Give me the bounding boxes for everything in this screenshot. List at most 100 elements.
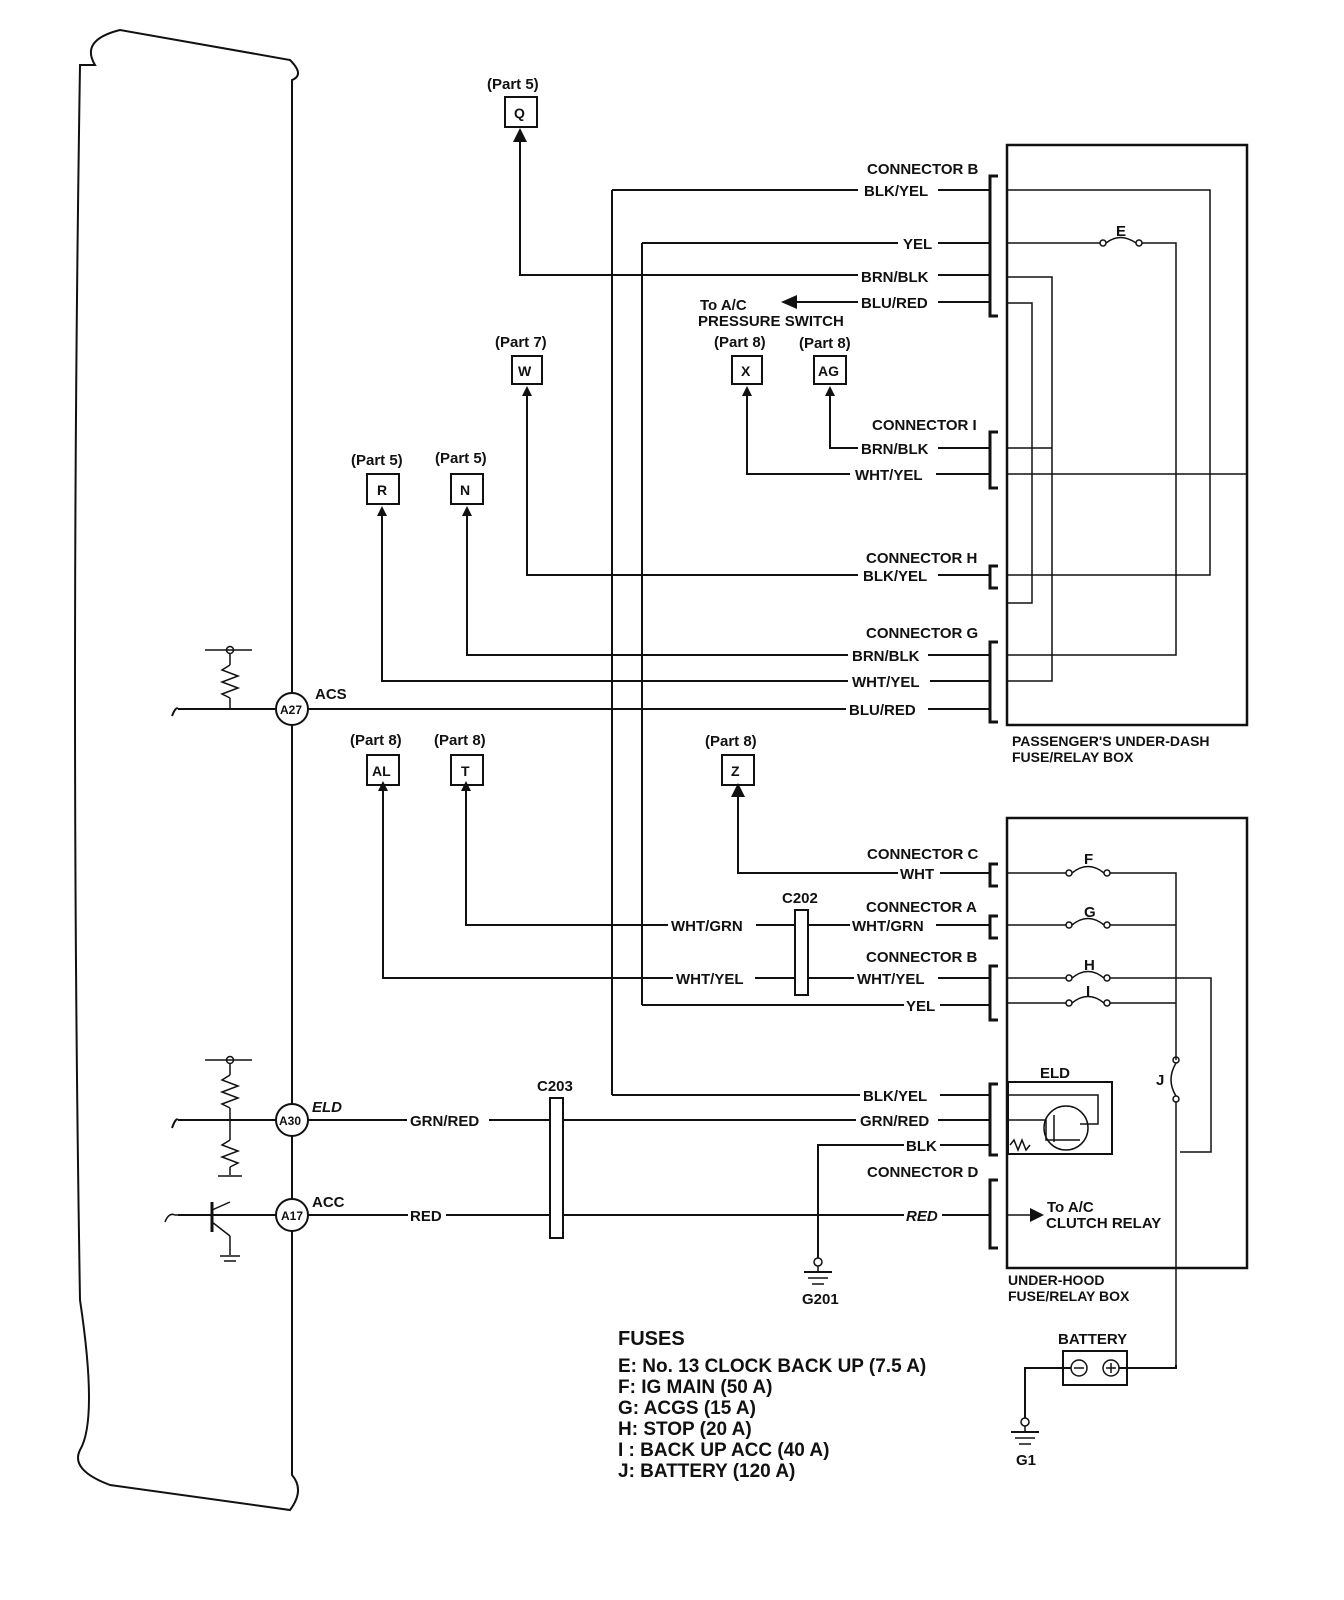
eld-wire-2 xyxy=(1007,1119,1080,1141)
label-ub-whtyel-left: WHT/YEL xyxy=(676,971,744,988)
fuse-h-label: H xyxy=(1084,957,1095,974)
svg-text:R: R xyxy=(377,482,387,498)
c202-connector xyxy=(794,909,809,996)
label-g-blured: BLU/RED xyxy=(849,702,916,719)
eld-wire-1 xyxy=(1007,1094,1099,1125)
fuse-legend: FUSES E: No. 13 CLOCK BACK UP (7.5 A) F:… xyxy=(618,1328,926,1482)
label-g-brnblk: BRN/BLK xyxy=(852,648,920,665)
svg-text:(Part 5): (Part 5) xyxy=(487,76,539,93)
acs-input-stub xyxy=(171,707,179,717)
svg-text:(Part 8): (Part 8) xyxy=(714,334,766,351)
eld-unit xyxy=(1007,1081,1113,1155)
wire-label-bg xyxy=(407,1112,489,1130)
eld-resistor-icon xyxy=(1009,1137,1031,1153)
svg-text:(Part 5): (Part 5) xyxy=(351,452,403,469)
fuse-legend-item: F: IG MAIN (50 A) xyxy=(618,1377,772,1398)
wire-label-bg xyxy=(860,1087,940,1105)
fuse-f-label: F xyxy=(1084,851,1093,868)
label-i-whtyel: WHT/YEL xyxy=(855,467,923,484)
wire-label-bg xyxy=(904,1137,940,1155)
connector-h-label: CONNECTOR H xyxy=(866,550,977,567)
terminal-q: (Part 5) Q xyxy=(487,76,539,142)
connector-ub-bracket xyxy=(988,964,998,1022)
eld-label: ELD xyxy=(1040,1065,1070,1082)
internal-e-to-g xyxy=(1007,242,1177,656)
to-clutch-1: To A/C xyxy=(1047,1199,1094,1216)
connector-d-bracket xyxy=(988,1178,998,1250)
label-ub-whtyel-right: WHT/YEL xyxy=(857,971,925,988)
svg-text:N: N xyxy=(460,482,470,498)
fuse-i-label: I xyxy=(1086,983,1090,1000)
terminal-ag: (Part 8) AG xyxy=(799,335,851,396)
fuse-legend-title: FUSES xyxy=(618,1328,685,1350)
wire-label-bg xyxy=(673,970,755,988)
to-ac-pressure-1: To A/C xyxy=(700,297,747,314)
svg-text:(Part 8): (Part 8) xyxy=(434,732,486,749)
connector-a-bracket xyxy=(988,914,998,940)
fuse-legend-item: G: ACGS (15 A) xyxy=(618,1398,756,1419)
terminal-z: (Part 8) Z xyxy=(705,733,757,797)
acs-pullup-resistor-icon xyxy=(205,645,252,709)
wire-h-blkyel xyxy=(526,395,990,576)
arrow-up-icon xyxy=(377,506,387,516)
label-i-brnblk: BRN/BLK xyxy=(861,441,929,458)
ground-g1-label: G1 xyxy=(1016,1452,1036,1469)
svg-text:(Part 7): (Part 7) xyxy=(495,334,547,351)
pin-a17-label: A17 xyxy=(281,1209,303,1223)
connector-i-bracket xyxy=(988,430,998,490)
wire-i-whtyel xyxy=(746,395,990,475)
wire-g-brnblk xyxy=(466,515,990,656)
arrow-up-icon xyxy=(731,783,745,797)
internal-blkyel-loop xyxy=(1007,189,1211,576)
label-b-blkyel: BLK/YEL xyxy=(864,183,928,200)
arrow-up-icon xyxy=(378,781,388,791)
wire-label-bg xyxy=(850,466,936,484)
wire-label-bg xyxy=(846,701,928,719)
label-a-whtgrn-left: WHT/GRN xyxy=(671,918,743,935)
label-g-whtyel: WHT/YEL xyxy=(852,674,920,691)
wire-label-bg xyxy=(898,865,940,883)
to-ac-pressure-2: PRESSURE SWITCH xyxy=(698,313,844,330)
label-b-blured: BLU/RED xyxy=(861,295,928,312)
internal-brnblk-whtyel xyxy=(1007,276,1053,682)
wire-label-bg xyxy=(848,673,930,691)
fuse-legend-item: I : BACK UP ACC (40 A) xyxy=(618,1440,829,1461)
c203-label: C203 xyxy=(537,1078,573,1095)
battery-negative-wire xyxy=(1024,1367,1071,1418)
svg-text:(Part 8): (Part 8) xyxy=(705,733,757,750)
wire-label-bg xyxy=(858,267,938,285)
terminal-n: (Part 5) N xyxy=(435,450,487,516)
to-clutch-2: CLUTCH RELAY xyxy=(1046,1215,1161,1232)
fuse-j: J xyxy=(1156,1056,1180,1365)
wire-ub-whtyel-left xyxy=(382,790,795,979)
label-ub-yel: YEL xyxy=(906,998,935,1015)
fuse-e-label: E xyxy=(1116,223,1126,240)
connector-i-label: CONNECTOR I xyxy=(872,417,977,434)
label-eld-grnred-left: GRN/RED xyxy=(410,1113,479,1130)
label-eld-blkyel: BLK/YEL xyxy=(863,1088,927,1105)
pin-a30 xyxy=(275,1103,309,1137)
arrow-up-icon xyxy=(522,386,532,396)
svg-text:AG: AG xyxy=(818,363,839,379)
terminal-x: (Part 8) X xyxy=(714,334,766,396)
svg-text:Q: Q xyxy=(514,105,525,121)
svg-text:(Part 8): (Part 8) xyxy=(350,732,402,749)
terminal-t: (Part 8) T xyxy=(434,732,486,791)
svg-text:(Part 5): (Part 5) xyxy=(435,450,487,467)
passenger-box-name-2: FUSE/RELAY BOX xyxy=(1012,749,1134,765)
label-eld-blk: BLK xyxy=(906,1138,937,1155)
ground-g201-label: G201 xyxy=(802,1291,839,1308)
battery-label: BATTERY xyxy=(1058,1331,1127,1348)
wire-label-bg xyxy=(408,1207,446,1225)
connector-c-label: CONNECTOR C xyxy=(867,846,979,863)
wire-label-bg xyxy=(858,180,938,198)
signal-eld: ELD xyxy=(312,1099,342,1116)
c203-connector xyxy=(549,1097,564,1239)
eld-divider-resistor-icon xyxy=(205,1055,252,1177)
wire-a-whtgrn-left xyxy=(465,790,795,926)
connector-h-bracket xyxy=(988,564,998,590)
fuse-e-icon xyxy=(1105,236,1137,244)
fuse-f: F xyxy=(1007,851,1177,1060)
svg-text:AL: AL xyxy=(372,763,391,779)
